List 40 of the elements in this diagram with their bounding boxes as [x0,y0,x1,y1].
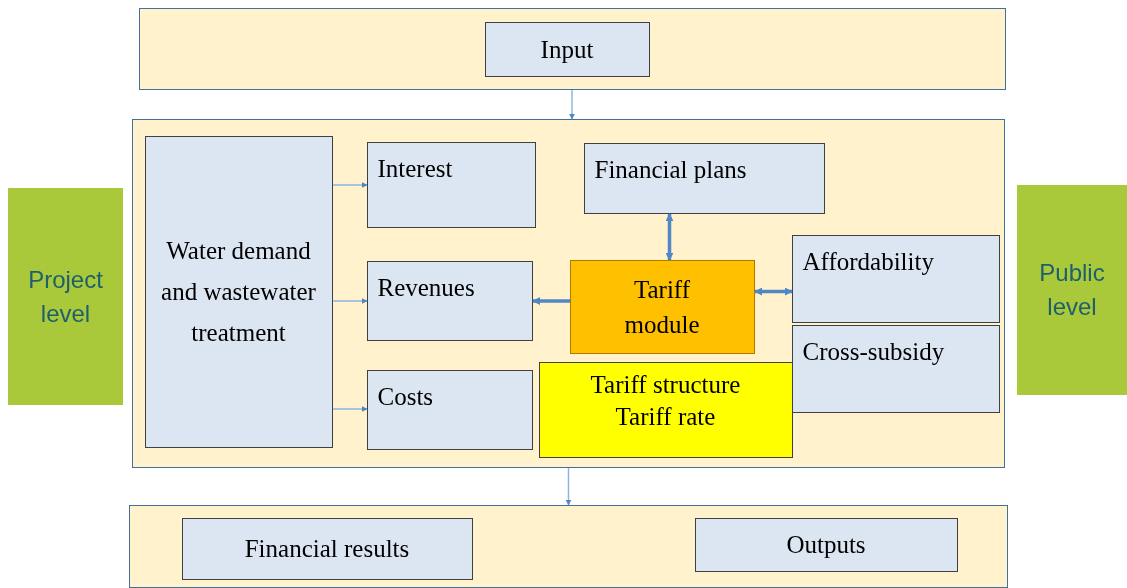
arrow [332,182,368,188]
box-label: Water demand and wastewater treatment [160,235,317,349]
arrow [754,287,793,296]
box-label: Cross-subsidy [802,336,945,367]
panel-background [139,8,1006,90]
panel-background [129,505,1008,588]
arrow [569,89,575,120]
process-box [366,260,533,341]
box-label: Costs [377,381,434,412]
process-box [583,142,825,214]
box-label: Tariff structure [590,369,741,400]
arrow [665,213,674,261]
box-label: Financial results [244,534,410,564]
arrow [532,297,570,305]
process-box [694,517,958,572]
process-box [366,141,536,228]
process-box [181,517,473,580]
box-label: Outputs [786,530,866,560]
box-label: Tariff rate [615,402,716,432]
process-box [538,361,793,458]
box-label: Input [540,34,594,65]
box-label: Revenues [377,272,475,303]
box-label: Financial plans [594,154,747,185]
process-box [791,234,1000,323]
process-box [791,324,1000,413]
box-label: Interest [377,153,453,184]
side-label: Project level [27,264,104,329]
side-label: Public level [1038,258,1106,322]
arrow [332,406,368,412]
process-box [484,21,650,77]
box-label: Affordability [802,246,934,277]
side-label-box [1017,185,1127,395]
panel-background [132,119,1005,468]
box-label: Tariff module [623,274,701,340]
process-box [144,135,333,448]
process-box [366,369,533,450]
arrow [565,467,572,506]
arrow [332,298,368,304]
side-label-box [8,188,123,405]
module-box [569,259,755,354]
